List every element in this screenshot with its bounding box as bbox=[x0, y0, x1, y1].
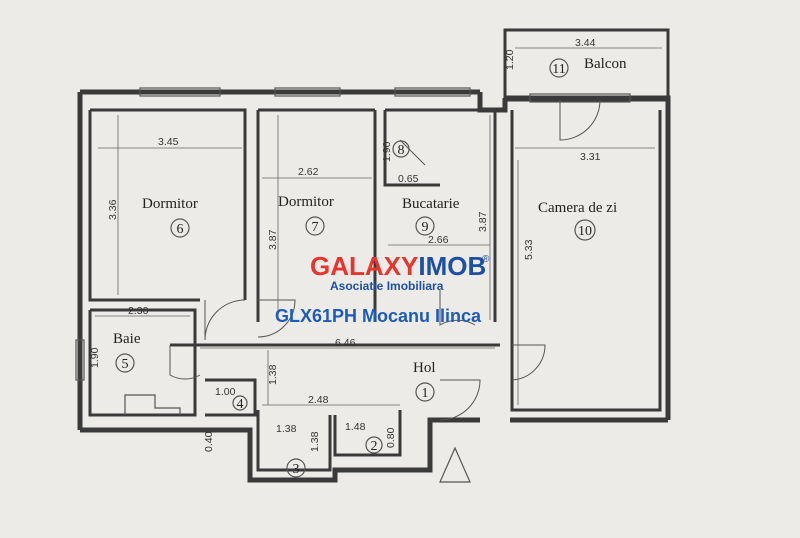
walls bbox=[75, 28, 671, 483]
dim-buc-w: 2.66 bbox=[428, 234, 449, 246]
window-baie bbox=[75, 339, 85, 381]
dim-left-v: 0.40 bbox=[203, 431, 215, 452]
dim-r8-h: 1.90 bbox=[381, 141, 393, 162]
window-buc bbox=[394, 87, 471, 97]
outer-wall-bottom bbox=[80, 417, 480, 483]
door-r8 bbox=[399, 139, 426, 166]
camera-wall bbox=[510, 110, 662, 412]
balcony-door bbox=[559, 99, 601, 141]
dormitor6-wall-top bbox=[90, 108, 247, 300]
room-balcon-name: Balcon bbox=[584, 56, 627, 72]
door-buc bbox=[439, 290, 476, 326]
window-camera bbox=[529, 93, 631, 103]
bathtub bbox=[124, 394, 181, 415]
dim-d7-h: 3.87 bbox=[267, 229, 279, 250]
dim-d6-w: 3.45 bbox=[158, 136, 179, 148]
outer-wall-right bbox=[505, 95, 671, 420]
door-camera bbox=[511, 344, 546, 381]
door-baie bbox=[169, 345, 201, 380]
room4-wall bbox=[205, 378, 257, 417]
dim-d7-w: 2.62 bbox=[298, 166, 319, 178]
dim-r2-h: 0.80 bbox=[385, 427, 397, 448]
entry-door bbox=[439, 379, 481, 421]
dormitor6-wall bbox=[88, 110, 200, 302]
dim-balcon-w: 3.44 bbox=[575, 37, 596, 49]
dim-hol-w: 6.46 bbox=[335, 337, 356, 349]
outer-wall-top-mid bbox=[477, 92, 508, 113]
room-hol-num: 1 bbox=[422, 386, 429, 401]
watermark: GALAXYIMOB ® Asociatie Imobiliara GLX61P… bbox=[275, 251, 490, 326]
fixtures bbox=[124, 394, 471, 483]
dim-bottom-w: 2.48 bbox=[308, 394, 329, 406]
room2-num: 2 bbox=[371, 439, 378, 454]
dim-camera-w: 3.31 bbox=[580, 151, 601, 163]
room-dormitor7-name: Dormitor bbox=[278, 194, 334, 210]
north-arrow bbox=[439, 446, 471, 483]
room-dormitor6-name: Dormitor bbox=[142, 196, 198, 212]
room-dormitor6-num: 6 bbox=[177, 222, 184, 237]
watermark-galaxy: GALAXYIMOB bbox=[310, 251, 486, 281]
door-d6 bbox=[204, 299, 246, 341]
doors bbox=[169, 99, 601, 421]
bucatarie-wall bbox=[385, 108, 497, 322]
room3-wall bbox=[256, 410, 332, 472]
dim-buc-h: 3.87 bbox=[477, 211, 489, 232]
dimension-lines bbox=[95, 47, 662, 406]
dim-r2-w: 1.48 bbox=[345, 421, 366, 433]
dim-r8-w: 0.65 bbox=[398, 173, 419, 185]
room8-num: 8 bbox=[398, 143, 405, 158]
dim-baie-h: 1.90 bbox=[89, 347, 101, 368]
dim-r3-h: 1.38 bbox=[309, 431, 321, 452]
watermark-registered: ® bbox=[482, 254, 490, 265]
dim-hol-v: 1.38 bbox=[267, 364, 279, 385]
watermark-subtitle: Asociatie Imobiliara bbox=[330, 279, 444, 293]
room8-wall bbox=[383, 110, 440, 187]
room-dormitor7-num: 7 bbox=[312, 220, 319, 235]
room3-num: 3 bbox=[293, 462, 300, 477]
baie-wall bbox=[88, 308, 197, 417]
room4-num: 4 bbox=[237, 397, 244, 412]
room-hol-name: Hol bbox=[413, 360, 436, 376]
dimension-labels: 3.44 1.20 3.45 3.36 2.62 3.87 1.90 0.65 … bbox=[89, 37, 601, 452]
window-d7 bbox=[274, 87, 341, 97]
room-camera-name: Camera de zi bbox=[538, 200, 617, 216]
dim-camera-h: 5.33 bbox=[523, 239, 535, 260]
window-d6 bbox=[139, 87, 221, 97]
room-balcon-num: 11 bbox=[552, 62, 565, 77]
dim-d6-h: 3.36 bbox=[107, 199, 119, 220]
room-baie-num: 5 bbox=[122, 357, 129, 372]
dim-r3-w: 1.38 bbox=[276, 423, 297, 435]
room-labels: Balcon 11 Dormitor 6 Dormitor 7 Bucatari… bbox=[113, 56, 627, 478]
room-bucatarie-num: 9 bbox=[422, 220, 429, 235]
room-camera-num: 10 bbox=[578, 224, 592, 239]
dim-r4-w: 1.00 bbox=[215, 386, 236, 398]
dim-baie-w: 2.30 bbox=[128, 305, 149, 317]
room2-wall bbox=[333, 410, 402, 457]
dim-balcon-h: 1.20 bbox=[504, 49, 516, 70]
door-d7 bbox=[257, 299, 296, 338]
room-bucatarie-name: Bucatarie bbox=[402, 196, 460, 212]
watermark-agent: GLX61PH Mocanu Ilinca bbox=[275, 306, 482, 326]
room-baie-name: Baie bbox=[113, 331, 141, 347]
